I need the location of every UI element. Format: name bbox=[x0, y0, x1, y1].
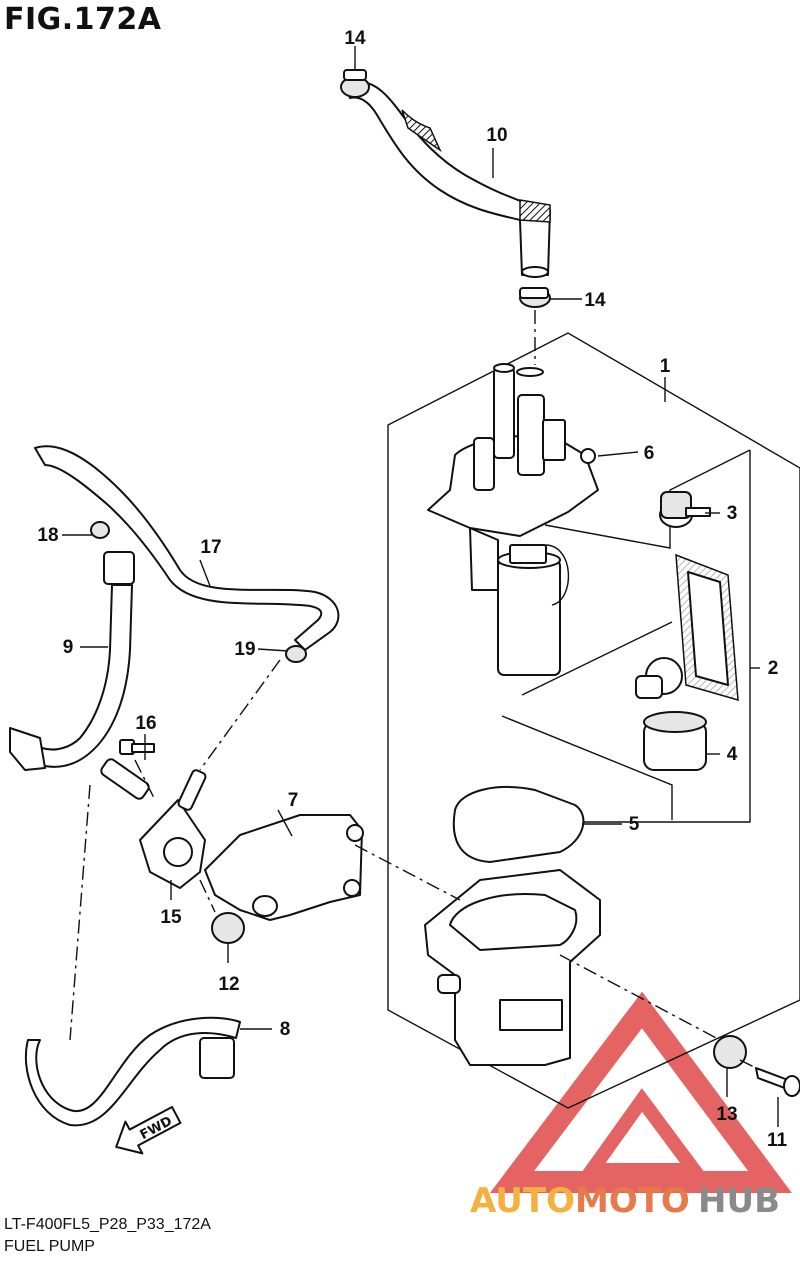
clamp-14-lower bbox=[519, 287, 551, 308]
figure-title: FIG.172A bbox=[4, 2, 162, 37]
bracket-7 bbox=[204, 814, 364, 921]
svg-text:HUB: HUB bbox=[698, 1181, 780, 1221]
hose-8 bbox=[24, 1016, 241, 1127]
callout-7: 7 bbox=[288, 790, 299, 811]
fwd-direction-arrow: FWD bbox=[115, 1106, 182, 1155]
callout-19: 19 bbox=[234, 639, 255, 660]
callout-16: 16 bbox=[135, 713, 156, 734]
grommet-12 bbox=[211, 912, 245, 944]
svg-text:MOTO: MOTO bbox=[575, 1181, 690, 1221]
hose-17 bbox=[34, 445, 340, 651]
callout-5: 5 bbox=[629, 814, 640, 835]
regulator-15 bbox=[100, 758, 207, 889]
fuel-pump-assembly bbox=[427, 363, 599, 676]
clip-18 bbox=[90, 521, 110, 539]
callout-8: 8 bbox=[280, 1019, 291, 1040]
callout-14-top: 14 bbox=[344, 28, 366, 49]
callout-1: 1 bbox=[660, 356, 671, 377]
bolt-16 bbox=[119, 739, 155, 755]
fuel-tank-housing bbox=[424, 869, 601, 1066]
callout-10: 10 bbox=[486, 125, 507, 146]
callout-11: 11 bbox=[767, 1130, 788, 1151]
callout-18: 18 bbox=[37, 525, 58, 546]
watermark-logo bbox=[489, 991, 792, 1193]
fuel-filter bbox=[635, 553, 739, 702]
callout-13: 13 bbox=[716, 1104, 737, 1125]
callout-2: 2 bbox=[768, 658, 779, 679]
watermark-text: AUTO MOTO HUB bbox=[470, 1181, 780, 1221]
bolt-11 bbox=[755, 1067, 800, 1097]
figure-code: LT-F400FL5_P28_P33_172A bbox=[4, 1216, 211, 1233]
figure-caption: FUEL PUMP bbox=[4, 1238, 95, 1255]
callout-9: 9 bbox=[63, 637, 74, 658]
part-4 bbox=[643, 711, 707, 771]
callout-15: 15 bbox=[160, 907, 182, 928]
svg-text:AUTO: AUTO bbox=[470, 1181, 575, 1221]
callout-14-lower: 14 bbox=[584, 290, 606, 311]
callout-4: 4 bbox=[727, 744, 738, 765]
callout-6: 6 bbox=[644, 443, 655, 464]
hose-9 bbox=[9, 551, 135, 771]
callout-3: 3 bbox=[727, 503, 738, 524]
callout-12: 12 bbox=[218, 974, 239, 995]
part-3 bbox=[659, 491, 711, 528]
clip-19 bbox=[285, 645, 307, 663]
hose-10 bbox=[344, 80, 551, 278]
gasket-5 bbox=[452, 786, 585, 863]
clamp-14-top bbox=[340, 69, 370, 98]
callout-17: 17 bbox=[200, 537, 221, 558]
grommet-13 bbox=[713, 1035, 747, 1069]
